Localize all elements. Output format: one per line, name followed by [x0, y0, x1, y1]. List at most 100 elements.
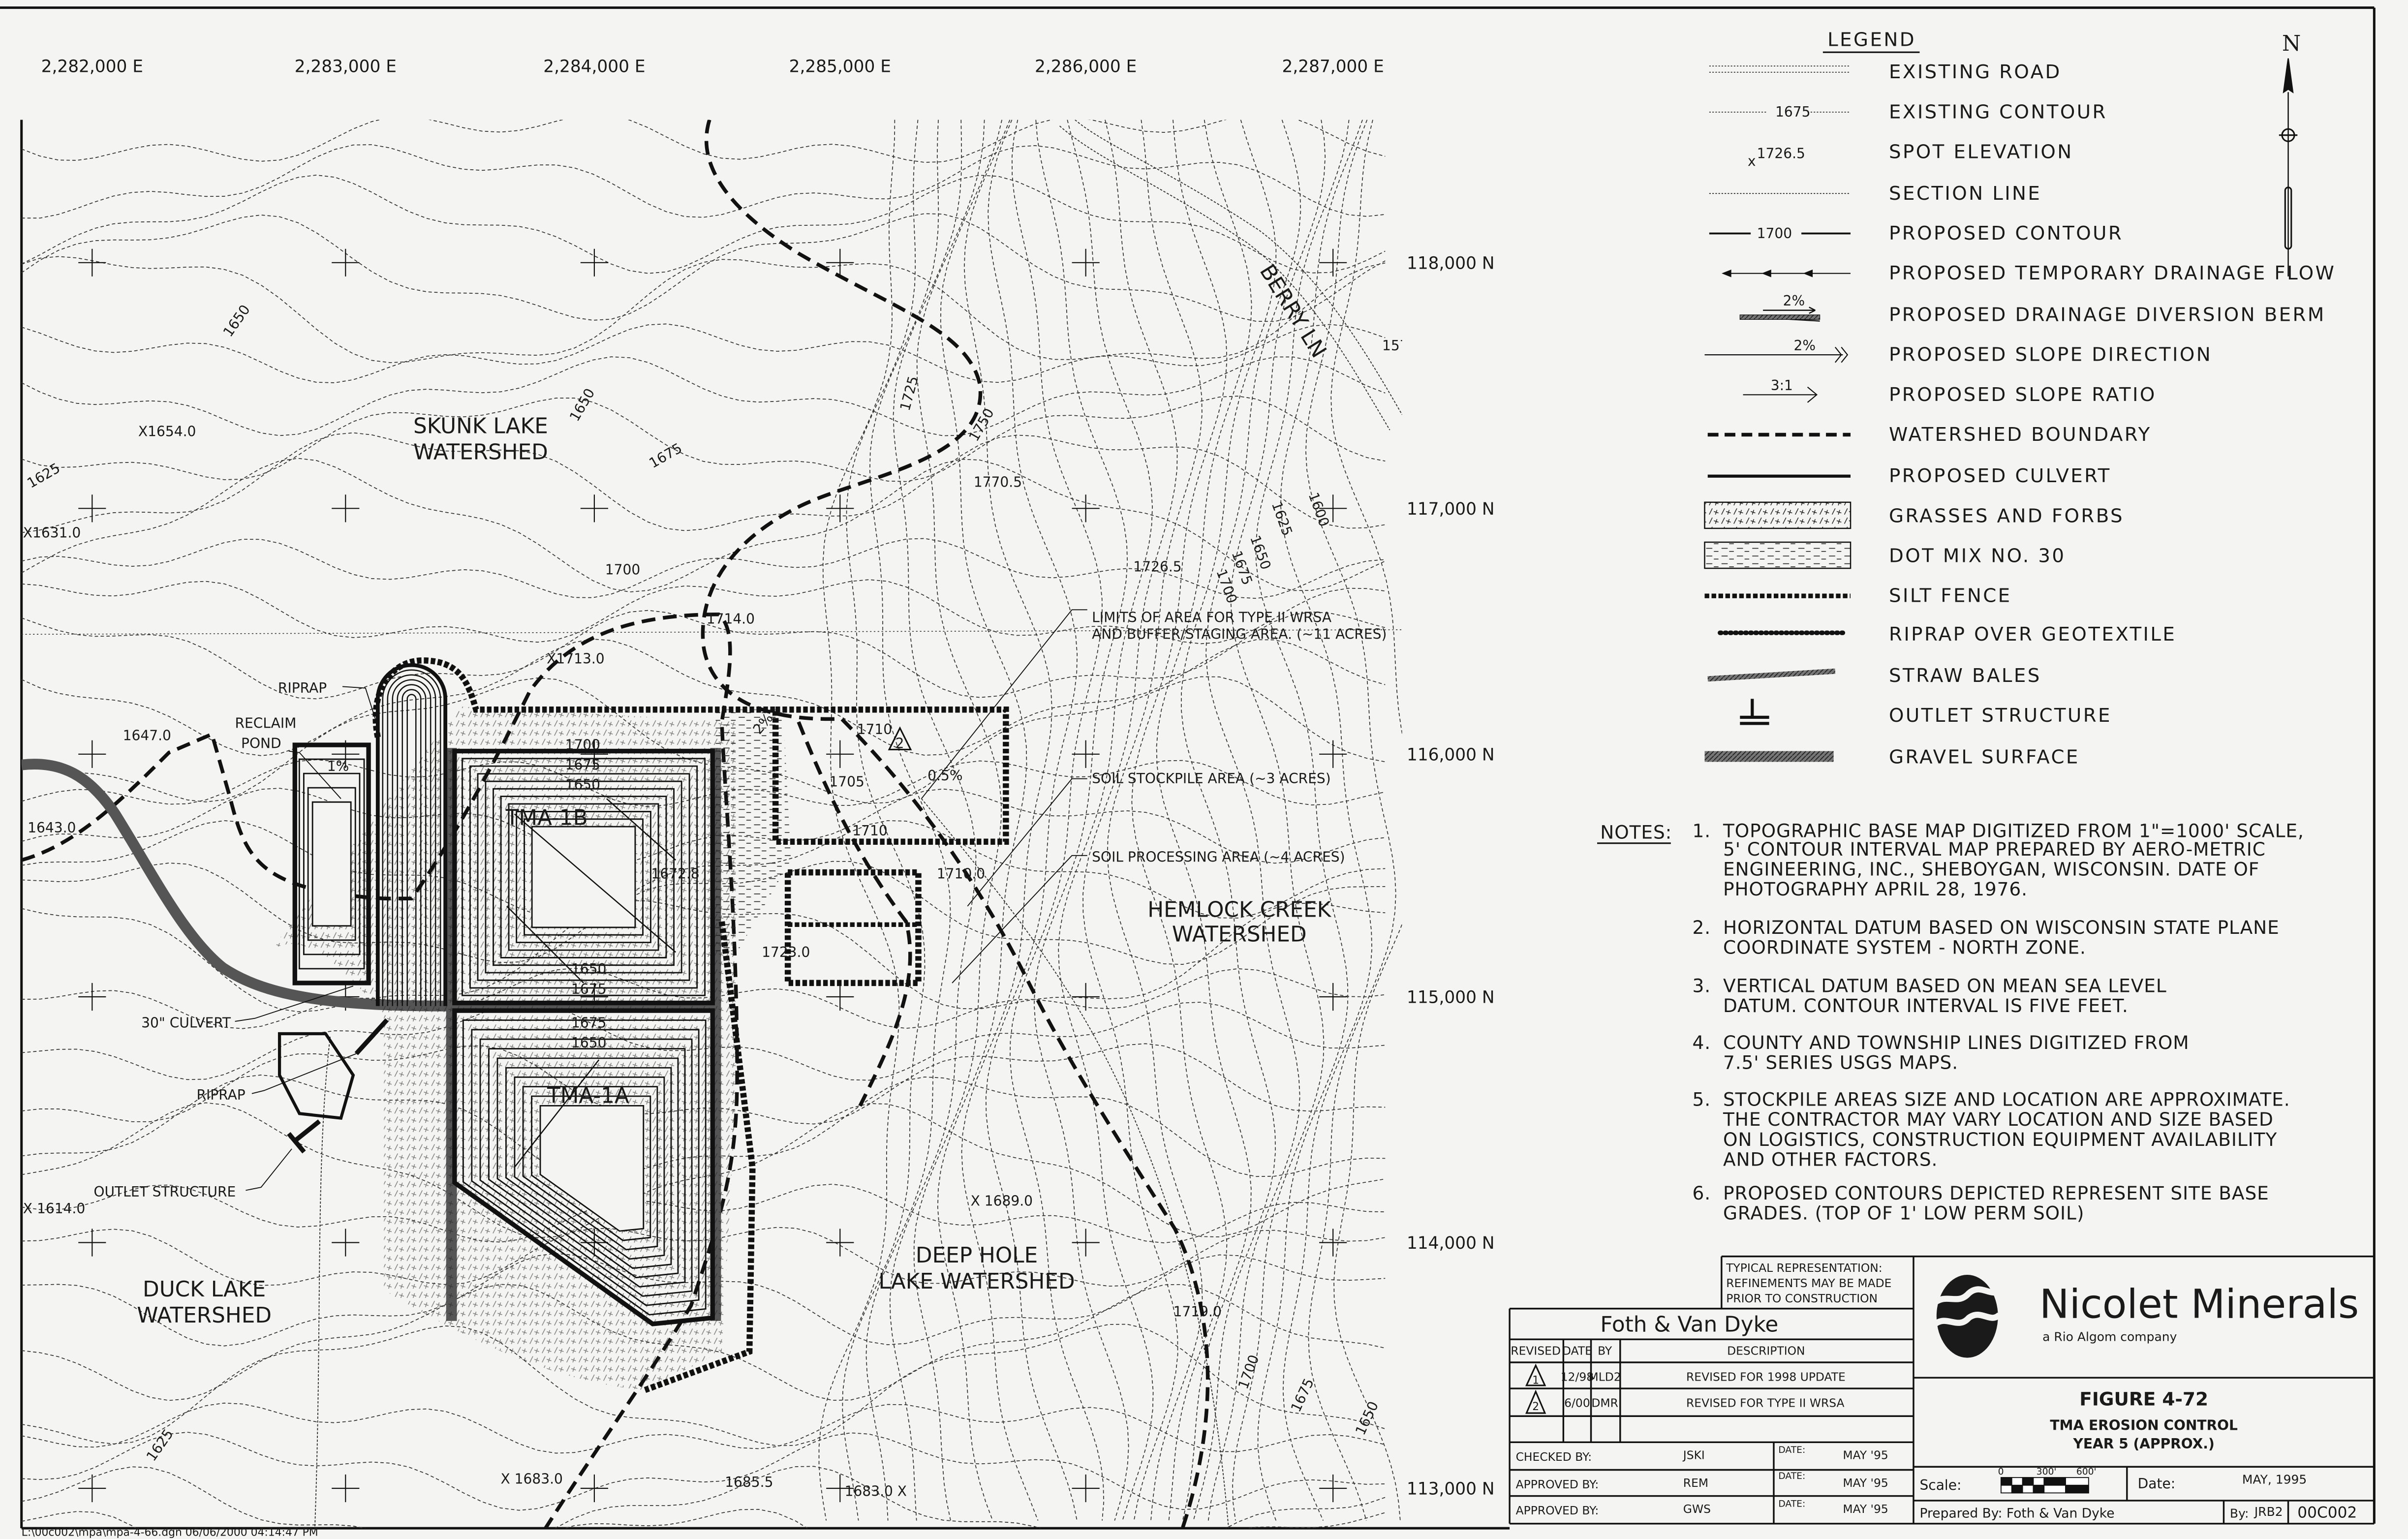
tma-1a-proposed-contour — [496, 1057, 679, 1279]
note-number: 6. — [1693, 1182, 1711, 1204]
tma-1a-proposed-contour — [514, 1076, 665, 1260]
grid-crosses — [78, 248, 1347, 1503]
lobe-proposed-contour — [401, 689, 422, 1006]
note-number: 1. — [1693, 820, 1711, 841]
contour-label: 1625 — [24, 460, 62, 491]
grid-cross-icon — [580, 494, 608, 523]
signoff-date-label: DATE: — [1778, 1471, 1805, 1481]
callout-leaders — [235, 609, 1087, 1191]
existing-contour — [21, 1402, 1386, 1454]
existing-contour — [1280, 120, 1373, 1521]
tma-1b-proposed-contour — [452, 748, 715, 1006]
existing-contour — [21, 396, 1386, 482]
reclaim-pond-contour — [307, 787, 356, 941]
signoff-date: MAY '95 — [1843, 1448, 1888, 1462]
revision-description: REVISED FOR 1998 UPDATE — [1686, 1370, 1846, 1384]
easting-label: 2,283,000 E — [295, 57, 397, 77]
existing-contour — [21, 968, 1386, 1029]
existing-contour — [21, 356, 1386, 436]
existing-contour — [1180, 120, 1277, 1521]
legend-samples — [1704, 65, 1852, 762]
existing-contour — [21, 676, 1386, 804]
existing-contour — [985, 120, 1078, 1521]
legend-item-label: EXISTING ROAD — [1889, 61, 2062, 83]
tma-1b-proposed-contour — [469, 765, 698, 989]
grid-cross-icon — [332, 248, 360, 277]
tma-1a-label: TMA-1A — [547, 1083, 629, 1108]
map-callouts: RIPRAP RECLAIM POND 30" CULVERT RIPRAP O… — [93, 609, 1387, 1200]
grid-cross-icon — [78, 740, 106, 768]
north-label: N — [2282, 31, 2301, 56]
legend-item-label: GRAVEL SURFACE — [1889, 746, 2080, 769]
existing-contour — [21, 1466, 1386, 1529]
northing-label: 117,000 N — [1407, 499, 1495, 519]
map-area: SKUNK LAKE WATERSHED HEMLOCK CREEK WATER… — [21, 120, 1402, 1529]
grid-cross-icon — [1072, 494, 1100, 523]
grid-cross-icon — [332, 1474, 360, 1503]
proposed-contour-label: 1675 — [565, 757, 600, 773]
contour-label: 1650 — [566, 386, 598, 424]
revision-by: DMR — [1591, 1396, 1618, 1410]
revision-date: 6/00 — [1564, 1396, 1590, 1410]
by-label: By: — [2230, 1506, 2249, 1520]
existing-contour — [21, 1227, 1386, 1287]
tma-1b-label: TMA-1B — [505, 805, 588, 830]
tma-1b-drainage-line — [506, 798, 677, 984]
lobe-proposed-contour — [392, 679, 432, 1006]
proposed-contour-label: 1710 — [852, 823, 887, 839]
spot-elevation: X 1689.0 — [971, 1193, 1033, 1209]
slope-label: 0.5% — [927, 768, 962, 784]
revision-triangle-icon — [1525, 1363, 1546, 1386]
proposed-culvert — [354, 1018, 389, 1055]
proposed-contour-label: 1675 — [571, 981, 606, 997]
slope-label: 1% — [327, 758, 349, 774]
notes-heading: NOTES: — [1600, 821, 1672, 843]
watershed-boundary — [797, 721, 912, 1107]
legend-item-label: EXISTING CONTOUR — [1889, 101, 2107, 123]
existing-contour — [1255, 120, 1350, 1521]
northing-label: 114,000 N — [1407, 1233, 1495, 1253]
easting-label: 2,286,000 E — [1035, 57, 1137, 77]
signoff-date: MAY '95 — [1843, 1502, 1888, 1516]
legend-item-label: STRAW BALES — [1889, 665, 2041, 687]
proposed-contour-label: 1710 — [857, 721, 892, 738]
note-line: ON LOGISTICS, CONSTRUCTION EQUIPMENT AVA… — [1723, 1129, 2277, 1150]
existing-contour — [21, 144, 1386, 219]
contour-label: 1725 — [897, 374, 922, 413]
grid-cross-icon — [1319, 494, 1347, 523]
tma-1a-proposed-contour — [479, 1038, 693, 1297]
tma-1b-proposed-contour — [516, 811, 651, 943]
drawing-number: 00C002 — [2297, 1504, 2357, 1521]
lobe-proposed-contour — [406, 694, 417, 1006]
spot-elevation: 1685.5 — [725, 1474, 773, 1490]
existing-contour — [818, 120, 900, 1521]
contour-label: 1650 — [1247, 533, 1274, 572]
callout-riprap: RIPRAP — [197, 1087, 246, 1103]
existing-contour — [1033, 120, 1129, 1521]
scale-bar — [2000, 1477, 2089, 1494]
revision-triangle-icon — [888, 726, 912, 750]
signoff-name: REM — [1683, 1476, 1708, 1490]
grasses-forbs-sample — [1704, 501, 1852, 529]
contour-label: 1650 — [220, 302, 253, 339]
rev-header-description: DESCRIPTION — [1727, 1344, 1805, 1357]
note-line: COUNTY AND TOWNSHIP LINES DIGITIZED FROM — [1723, 1032, 2190, 1053]
existing-contour — [21, 579, 1386, 645]
watershed-label-duck-lake: WATERSHED — [137, 1303, 272, 1328]
northing-labels: 118,000 N 117,000 N 116,000 N 115,000 N … — [1407, 253, 1495, 1499]
callout-limits-of-area: LIMITS OF AREA FOR TYPE II WRSA — [1092, 609, 1331, 625]
spot-elevation: 1643.0 — [28, 820, 76, 836]
signoff-name: GWS — [1683, 1502, 1711, 1516]
easting-labels: 2,282,000 E 2,283,000 E 2,284,000 E 2,28… — [41, 57, 1384, 77]
scale-label: Scale: — [1919, 1477, 1961, 1493]
drainage-flow-sample — [1722, 269, 1851, 277]
grid-cross-icon — [1319, 740, 1347, 768]
reclaim-pond-contour — [292, 742, 371, 985]
silt-fence-processing — [784, 869, 922, 986]
grid-cross-icon — [1319, 1474, 1347, 1503]
legend-item-label: PROPOSED DRAINAGE DIVERSION BERM — [1889, 304, 2326, 326]
tma-1b-proposed-contour — [508, 803, 659, 951]
watershed-boundary — [701, 120, 1210, 1529]
silt-fence-stockpile — [772, 707, 1009, 845]
tma-1a-proposed-contour — [462, 1019, 707, 1316]
